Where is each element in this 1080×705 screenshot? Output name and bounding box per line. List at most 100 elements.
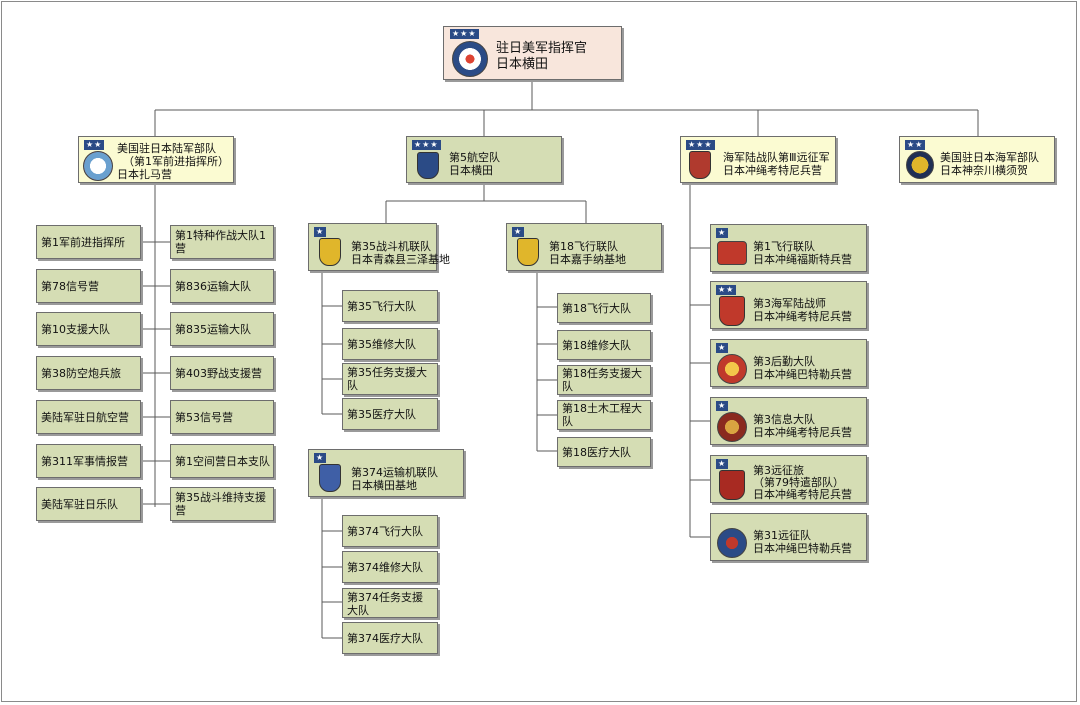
wing-374-emblem-icon: [319, 464, 341, 492]
expeditionary-unit-emblem-icon: [717, 528, 747, 558]
wing-18-unit-box[interactable]: 第18任务支援大队: [557, 365, 651, 395]
expeditionary-brigade-emblem-icon: [719, 470, 745, 500]
navy-location: 日本神奈川横须贺: [940, 164, 1028, 177]
rank-stars: [716, 517, 720, 527]
wing-374-unit-box[interactable]: 第374维修大队: [342, 551, 438, 583]
army-unit-box[interactable]: 第78信号营: [36, 269, 141, 303]
unit-label: 第35飞行大队: [347, 299, 416, 313]
commander-usfj-box[interactable]: ★★★ 驻日美军指挥官 日本横田: [443, 26, 622, 80]
marine-unit-box[interactable]: ★ 第3信息大队 日本冲绳考特尼兵营: [710, 397, 867, 445]
unit-label: 第374任务支援大队: [347, 591, 423, 617]
marine-location: 日本冲绳考特尼兵营: [723, 164, 822, 177]
usfj-emblem-icon: [452, 41, 488, 77]
wing-35-location: 日本青森县三泽基地: [351, 253, 450, 266]
wing-18-unit-box[interactable]: 第18土木工程大队: [557, 400, 651, 430]
unit-label: 第35战斗维持支援营: [175, 491, 266, 517]
army-unit-box[interactable]: 第35战斗维持支援营: [170, 487, 274, 521]
army-unit-box[interactable]: 美陆军驻日乐队: [36, 487, 141, 521]
marine-unit-title: 第1飞行联队: [753, 240, 815, 253]
rank-stars: ★: [716, 401, 729, 411]
marine-unit-location: 日本冲绳考特尼兵营: [753, 426, 852, 439]
wing-35-box[interactable]: ★ 第35战斗机联队 日本青森县三泽基地: [308, 223, 450, 271]
rank-stars: ★: [716, 459, 729, 469]
root-location: 日本横田: [496, 57, 549, 72]
wing-18-unit-box[interactable]: 第18飞行大队: [557, 293, 651, 323]
army-unit-box[interactable]: 第10支援大队: [36, 312, 141, 346]
navy-title: 美国驻日本海军部队: [940, 151, 1039, 164]
army-unit-box[interactable]: 第53信号营: [170, 400, 274, 434]
wing-374-box[interactable]: ★ 第374运输机联队 日本横田基地: [308, 449, 464, 497]
marine-division-emblem-icon: [719, 296, 745, 326]
marine-unit-subtitle: （第79特遣部队）: [753, 476, 844, 489]
army-unit-box[interactable]: 第311军事情报营: [36, 444, 141, 478]
rank-stars: ★★: [84, 140, 105, 150]
rank-stars: ★★★: [412, 140, 441, 150]
marine-unit-box[interactable]: ★ 第3后勤大队 日本冲绳巴特勒兵营: [710, 339, 867, 387]
army-unit-box[interactable]: 第1特种作战大队1营: [170, 225, 274, 259]
wing-374-unit-box[interactable]: 第374医疗大队: [342, 622, 438, 654]
wing-374-unit-box[interactable]: 第374任务支援大队: [342, 588, 438, 618]
wing-18-box[interactable]: ★ 第18飞行联队 日本嘉手纳基地: [506, 223, 662, 271]
rank-stars: ★★★: [686, 140, 715, 150]
unit-label: 美陆军驻日航空营: [41, 410, 129, 424]
marine-unit-title: 第3海军陆战师: [753, 297, 826, 310]
iii-mef-emblem-icon: [689, 151, 711, 179]
wing-18-title: 第18飞行联队: [549, 240, 618, 253]
naval-forces-japan-box[interactable]: ★★ 美国驻日本海军部队 日本神奈川横须贺: [899, 136, 1055, 183]
army-unit-box[interactable]: 第1空间营日本支队: [170, 444, 274, 478]
unit-label: 第35医疗大队: [347, 407, 416, 421]
unit-label: 第78信号营: [41, 279, 99, 293]
unit-label: 第1空间营日本支队: [175, 454, 270, 468]
rank-stars: ★: [314, 227, 327, 237]
unit-label: 第35维修大队: [347, 337, 416, 351]
wing-374-title: 第374运输机联队: [351, 466, 438, 479]
unit-label: 第18医疗大队: [562, 445, 631, 459]
unit-label: 第1军前进指挥所: [41, 235, 125, 249]
fifth-af-emblem-icon: [417, 152, 439, 179]
navy-emblem-icon: [906, 151, 934, 179]
army-unit-box[interactable]: 第835运输大队: [170, 312, 274, 346]
logistics-group-emblem-icon: [717, 354, 747, 384]
army-unit-box[interactable]: 第403野战支援营: [170, 356, 274, 390]
unit-label: 第374飞行大队: [347, 524, 423, 538]
wing-35-unit-box[interactable]: 第35维修大队: [342, 328, 438, 360]
army-location: 日本扎马营: [117, 168, 172, 181]
wing-35-unit-box[interactable]: 第35医疗大队: [342, 398, 438, 430]
unit-label: 第403野战支援营: [175, 366, 262, 380]
wing-374-unit-box[interactable]: 第374飞行大队: [342, 515, 438, 547]
marine-unit-box[interactable]: 第31远征队 日本冲绳巴特勒兵营: [710, 513, 867, 561]
marine-unit-title: 第3信息大队: [753, 413, 815, 426]
army-unit-box[interactable]: 第1军前进指挥所: [36, 225, 141, 259]
army-unit-box[interactable]: 第836运输大队: [170, 269, 274, 303]
wing-35-unit-box[interactable]: 第35飞行大队: [342, 290, 438, 322]
army-subtitle: （第1军前进指挥所）: [123, 155, 229, 168]
wing-35-emblem-icon: [319, 238, 341, 266]
army-unit-box[interactable]: 第38防空炮兵旅: [36, 356, 141, 390]
rank-stars: ★★: [716, 285, 737, 295]
army-unit-box[interactable]: 美陆军驻日航空营: [36, 400, 141, 434]
wing-35-unit-box[interactable]: 第35任务支援大队: [342, 363, 438, 395]
marine-unit-box[interactable]: ★ 第3远征旅 （第79特遣部队） 日本冲绳考特尼兵营: [710, 455, 867, 503]
unit-label: 第18维修大队: [562, 338, 631, 352]
marine-unit-box[interactable]: ★ 第1飞行联队 日本冲绳福斯特兵营: [710, 224, 867, 272]
wing-35-title: 第35战斗机联队: [351, 240, 431, 253]
marine-expeditionary-force-box[interactable]: ★★★ 海军陆战队第Ⅲ远征军 日本冲绳考特尼兵营: [680, 136, 836, 183]
unit-label: 第1特种作战大队1营: [175, 229, 266, 255]
unit-label: 第374维修大队: [347, 560, 423, 574]
wing-18-location: 日本嘉手纳基地: [549, 253, 626, 266]
fifth-air-force-box[interactable]: ★★★ 第5航空队 日本横田: [406, 136, 562, 183]
marine-unit-box[interactable]: ★★ 第3海军陆战师 日本冲绳考特尼兵营: [710, 281, 867, 329]
wing-374-location: 日本横田基地: [351, 479, 417, 492]
unit-label: 第374医疗大队: [347, 631, 423, 645]
wing-18-unit-box[interactable]: 第18医疗大队: [557, 437, 651, 467]
marine-title: 海军陆战队第Ⅲ远征军: [723, 151, 830, 164]
marine-unit-location: 日本冲绳福斯特兵营: [753, 253, 852, 266]
marine-unit-title: 第3远征旅: [753, 464, 804, 477]
unit-label: 第18土木工程大队: [562, 402, 642, 428]
wing-18-unit-box[interactable]: 第18维修大队: [557, 330, 651, 360]
army-hq-box[interactable]: ★★ 美国驻日本陆军部队 （第1军前进指挥所） 日本扎马营: [78, 136, 234, 183]
unit-label: 第35任务支援大队: [347, 366, 427, 392]
marine-unit-location: 日本冲绳巴特勒兵营: [753, 368, 852, 381]
